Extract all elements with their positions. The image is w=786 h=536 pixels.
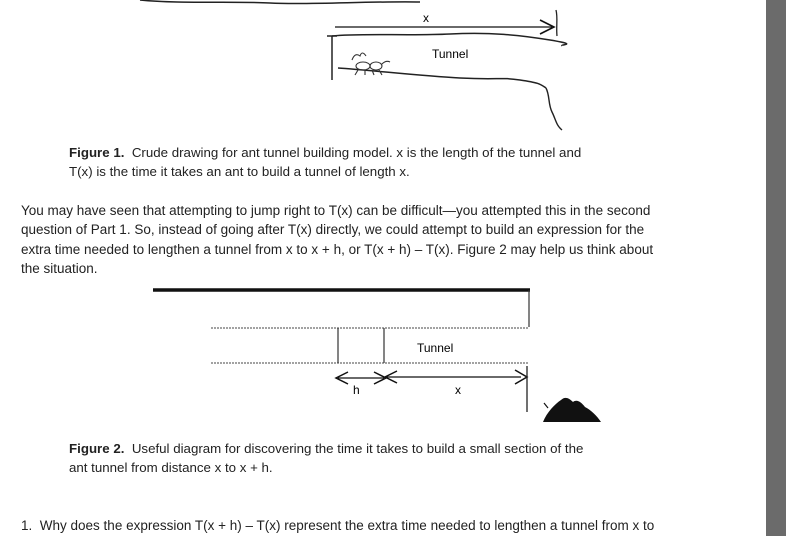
ant-silhouette-icon: [543, 397, 601, 422]
figure-2-h-label: h: [353, 383, 360, 397]
figure-2-caption: Figure 2. Useful diagram for discovering…: [69, 439, 669, 477]
figure-1-tunnel-label: Tunnel: [432, 47, 469, 61]
figure-1-x-label: x: [423, 11, 429, 25]
vertical-scrollbar[interactable]: [766, 0, 786, 536]
figure-1-drawing: x Tunnel: [120, 0, 580, 140]
figure-2-diagram: Tunnel h x: [145, 282, 615, 432]
figure-2-caption-bold: Figure 2.: [69, 441, 125, 456]
figure-1-caption: Figure 1. Crude drawing for ant tunnel b…: [69, 143, 669, 181]
figure-1-caption-line2: T(x) is the time it takes an ant to buil…: [69, 164, 410, 179]
figure-2-caption-line2: ant tunnel from distance x to x + h.: [69, 460, 273, 475]
tunnel-end-mark: [555, 9, 558, 37]
paragraph-line2: question of Part 1. So, instead of going…: [21, 222, 645, 238]
paragraph-line1: You may have seen that attempting to jum…: [21, 203, 651, 218]
figure-1-caption-bold: Figure 1.: [69, 145, 125, 160]
body-paragraph: You may have seen that attempting to jum…: [21, 201, 751, 279]
figure-2-svg: [153, 288, 601, 422]
tunnel-upper-wall: [331, 32, 568, 47]
ant-icon: [351, 52, 391, 76]
length-arrow-head: [539, 19, 556, 35]
question-1: 1. Why does the expression T(x + h) – T(…: [21, 516, 761, 535]
figure-1-caption-line1: Crude drawing for ant tunnel building mo…: [131, 145, 582, 160]
tunnel-top-line: [139, 0, 421, 5]
figure-2-tunnel-label: Tunnel: [417, 341, 454, 355]
paragraph-line4: the situation.: [21, 261, 98, 277]
question-1-text: Why does the expression T(x + h) – T(x) …: [39, 518, 655, 533]
tunnel-lower-wall: [337, 67, 547, 89]
question-1-number: 1.: [21, 518, 33, 533]
figure-2-x-label: x: [455, 383, 461, 397]
paragraph-line3: extra time needed to lengthen a tunnel f…: [21, 241, 654, 257]
h-arrow-left-head: [334, 371, 349, 385]
figure-2-caption-line1: Useful diagram for discovering the time …: [131, 441, 584, 456]
figure-1-svg: [139, 0, 568, 131]
